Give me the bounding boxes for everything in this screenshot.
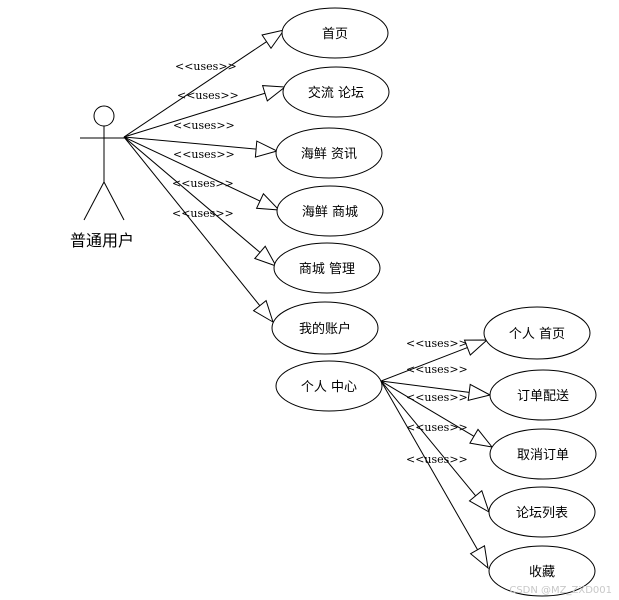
use-case-label: 我的账户 — [299, 321, 351, 337]
arrowhead — [467, 383, 492, 401]
use-case-home: 首页 — [281, 7, 389, 59]
relation-center-favorites — [380, 380, 489, 570]
relation-center-personal-home — [380, 339, 489, 382]
relation-actor-home — [123, 29, 286, 138]
arrowhead — [469, 428, 494, 448]
use-case-forum: 交流 论坛 — [282, 66, 390, 118]
use-case-label: 订单配送 — [517, 389, 569, 404]
arrowhead — [261, 85, 287, 102]
uses-label: <<uses>> — [406, 363, 468, 376]
relation-center-order-delivery — [380, 380, 492, 401]
use-case-personal-center: 个人 中心 — [275, 360, 383, 412]
relation-line — [123, 136, 261, 202]
arrowhead — [463, 339, 489, 356]
arrowhead — [261, 29, 286, 50]
use-case-cancel-order: 取消订单 — [489, 428, 597, 480]
watermark: CSDN @MZ_ZXD001 — [509, 585, 612, 596]
use-case-personal-home: 个人 首页 — [483, 306, 591, 360]
arrowhead — [255, 192, 281, 211]
use-case-label: 首页 — [322, 27, 348, 42]
arrowhead — [253, 245, 278, 267]
relation-line — [380, 380, 475, 437]
relation-line — [380, 380, 477, 497]
use-case-label: 海鲜 资讯 — [301, 147, 357, 162]
uses-label: <<uses>> — [406, 337, 468, 350]
use-case-label: 取消订单 — [517, 448, 569, 463]
uses-label: <<uses>> — [173, 119, 235, 132]
uses-label: <<uses>> — [173, 148, 235, 161]
uses-label: <<uses>> — [406, 391, 468, 404]
relation-actor-forum — [123, 85, 287, 138]
relation-center-cancel-order — [380, 380, 494, 448]
uses-label: <<uses>> — [175, 60, 237, 73]
use-case-account: 我的账户 — [271, 301, 379, 355]
relation-center-forum-list — [380, 380, 490, 514]
relation-actor-mall — [123, 136, 281, 211]
arrowhead — [468, 489, 490, 514]
uses-label: <<uses>> — [172, 207, 234, 220]
use-case-label: 论坛列表 — [516, 506, 568, 521]
uses-label: <<uses>> — [177, 89, 239, 102]
actor-right-leg — [103, 181, 125, 221]
arrowhead — [469, 545, 489, 570]
actor-head — [93, 105, 115, 127]
actor-label: 普通用户 — [70, 231, 134, 250]
relation-line — [380, 380, 479, 551]
uses-label: <<uses>> — [406, 453, 468, 466]
use-case-label: 海鲜 商城 — [302, 205, 358, 220]
relation-actor-news — [123, 136, 279, 158]
use-case-favorites: 收藏 — [488, 545, 596, 597]
use-case-mall-mgmt: 商城 管理 — [273, 242, 381, 294]
relation-line — [123, 136, 261, 253]
relation-line — [380, 347, 468, 382]
relation-line — [123, 92, 266, 138]
use-case-label: 个人 首页 — [509, 327, 565, 342]
relation-actor-account — [123, 136, 274, 324]
use-case-news: 海鲜 资讯 — [275, 127, 383, 179]
use-case-label: 交流 论坛 — [308, 85, 364, 101]
use-case-forum-list: 论坛列表 — [488, 486, 596, 538]
relation-line — [123, 136, 261, 306]
use-case-mall: 海鲜 商城 — [276, 185, 384, 237]
uses-label: <<uses>> — [406, 421, 468, 434]
use-case-label: 商城 管理 — [299, 262, 355, 277]
actor-left-leg — [83, 181, 105, 221]
arrowhead — [254, 140, 279, 158]
use-case-order-delivery: 订单配送 — [489, 369, 597, 421]
relation-line — [380, 380, 470, 393]
uses-label: <<uses>> — [172, 177, 234, 190]
actor-figure — [80, 105, 127, 221]
use-case-label: 个人 中心 — [301, 380, 357, 395]
relation-line — [123, 136, 257, 150]
arrowhead — [252, 299, 274, 324]
use-case-label: 收藏 — [529, 565, 555, 580]
relation-line — [123, 41, 267, 138]
relation-actor-mall-mgmt — [123, 136, 278, 267]
